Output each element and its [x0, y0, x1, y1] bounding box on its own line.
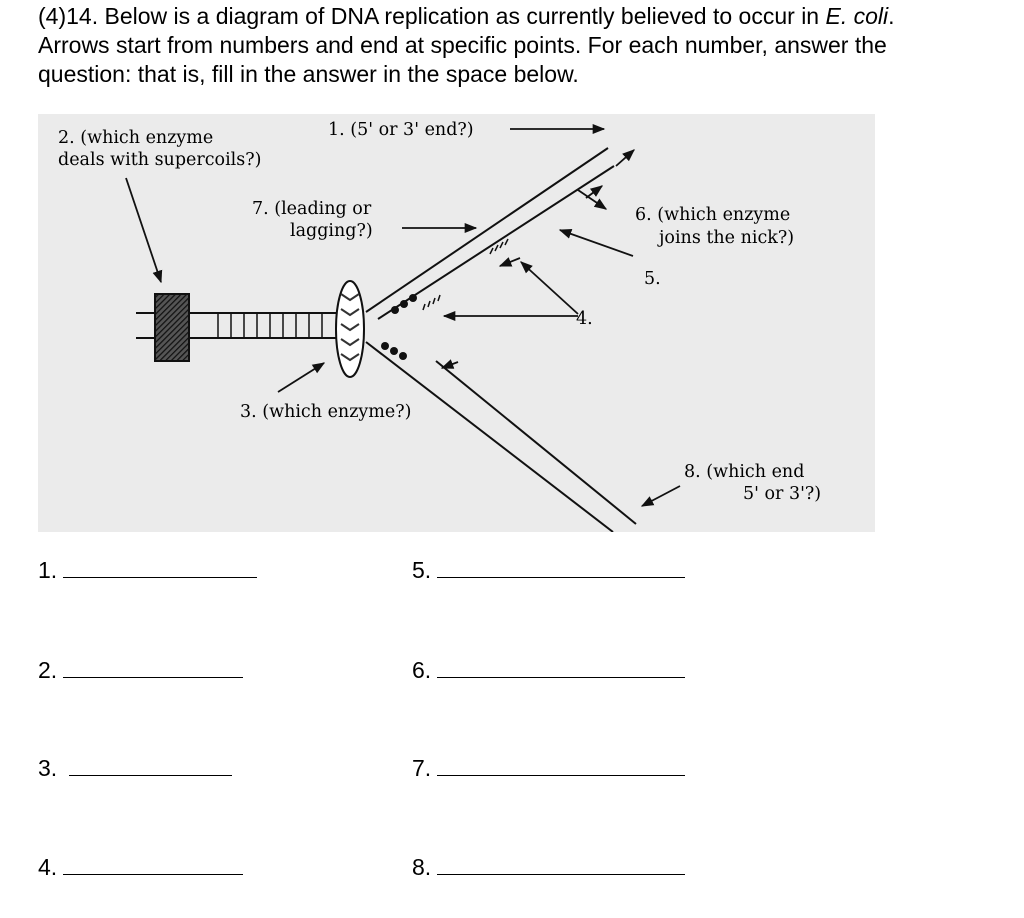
label-2-line-1: 2. (which enzyme [58, 128, 213, 148]
answer-4-blank[interactable] [63, 852, 244, 875]
label-arrows [125, 123, 681, 507]
topoisomerase-block [154, 293, 190, 362]
answer-5-blank[interactable] [437, 555, 686, 578]
question-line-1: (4)14. Below is a diagram of DNA replica… [38, 3, 895, 29]
question-line-2: Arrows start from numbers and end at spe… [38, 32, 887, 58]
label-7-line-1: 7. (leading or [252, 199, 372, 219]
label-8-line-1: 8. (which end [684, 462, 804, 482]
answer-blanks: 1. 2. 3. 4. 5. 6. 7. 8. [38, 555, 738, 895]
upper-fork-strands [365, 147, 615, 320]
answer-4: 4. [38, 852, 244, 881]
answer-7-blank[interactable] [437, 753, 686, 776]
answer-8-blank[interactable] [437, 852, 686, 875]
answer-1-blank[interactable] [63, 555, 258, 578]
label-6-line-2: joins the nick?) [657, 228, 794, 248]
label-1: 1. (5' or 3' end?) [328, 120, 474, 140]
answer-5: 5. [412, 555, 686, 584]
label-5: 5. [644, 269, 661, 289]
answer-1: 1. [38, 555, 258, 584]
answer-6: 6. [412, 655, 686, 684]
answer-7: 7. [412, 753, 686, 782]
label-4: 4. [576, 309, 593, 329]
label-6-line-1: 6. (which enzyme [635, 205, 790, 225]
helicase-oval [335, 280, 365, 378]
label-3: 3. (which enzyme?) [240, 402, 411, 422]
answer-6-blank[interactable] [437, 655, 686, 678]
question-text: (4)14. Below is a diagram of DNA replica… [38, 2, 1008, 89]
answer-3-blank[interactable] [69, 753, 233, 776]
label-2-line-2: deals with supercoils?) [58, 150, 261, 170]
answer-8: 8. [412, 852, 686, 881]
lower-fork-strands [365, 341, 637, 532]
label-8-line-2: 5' or 3'?) [743, 484, 821, 504]
question-line-3: question: that is, fill in the answer in… [38, 61, 579, 87]
label-7-line-2: lagging?) [290, 221, 373, 241]
answer-3: 3. [38, 753, 233, 782]
diagram-drawing: 2. (which enzyme deals with supercoils?)… [58, 120, 821, 532]
dna-replication-diagram: 2. (which enzyme deals with supercoils?)… [38, 114, 875, 532]
answer-2: 2. [38, 655, 244, 684]
answer-2-blank[interactable] [63, 655, 244, 678]
